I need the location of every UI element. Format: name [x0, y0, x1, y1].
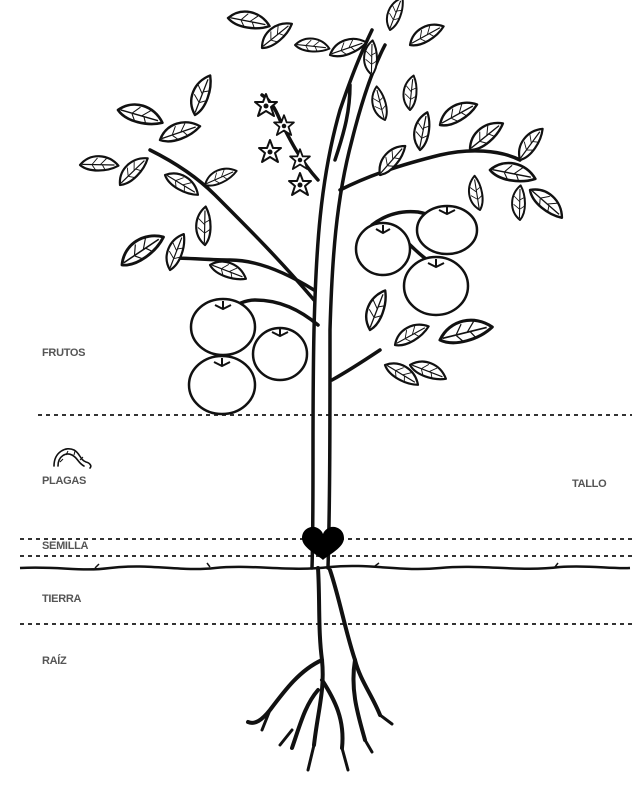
worm-icon	[54, 449, 91, 468]
label-tierra: TIERRA	[42, 593, 81, 605]
label-plagas: PLAGAS	[42, 475, 86, 487]
soil-line	[20, 566, 630, 569]
label-tallo: TALLO	[572, 478, 606, 490]
label-semilla: SEMILLA	[42, 540, 88, 552]
roots	[248, 568, 392, 770]
label-frutos: FRUTOS	[42, 347, 85, 359]
zone-separators	[20, 415, 632, 624]
tomatoes	[189, 206, 477, 414]
label-raiz: RAÍZ	[42, 655, 66, 667]
flowers	[255, 94, 311, 195]
